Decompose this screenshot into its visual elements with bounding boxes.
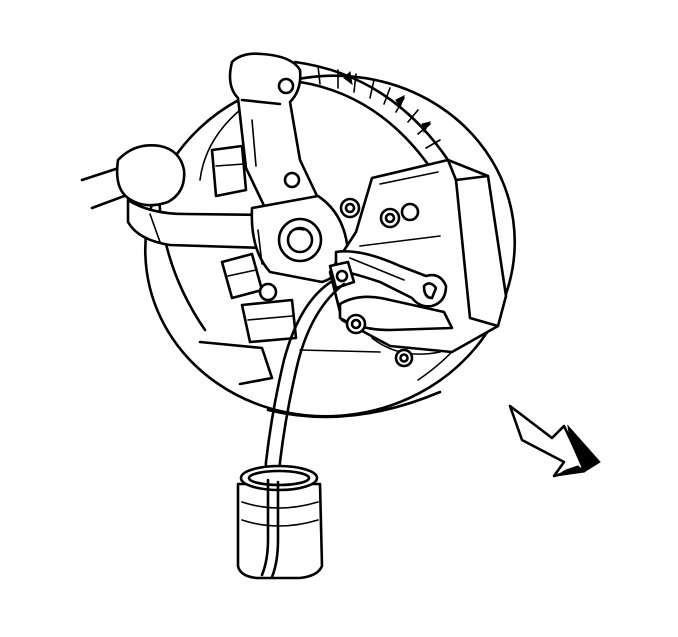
collection-jar [236, 464, 324, 580]
brake-caliper [328, 158, 508, 355]
lower-bracket [198, 252, 381, 386]
bleeder-wrench [334, 250, 448, 308]
forward-arrow-icon [508, 404, 601, 478]
rotor-cooling-vents [293, 60, 450, 172]
caliper-bolts [339, 197, 420, 368]
bleeder-hose [260, 278, 346, 562]
steering-knuckle-upper-arm [210, 52, 320, 216]
